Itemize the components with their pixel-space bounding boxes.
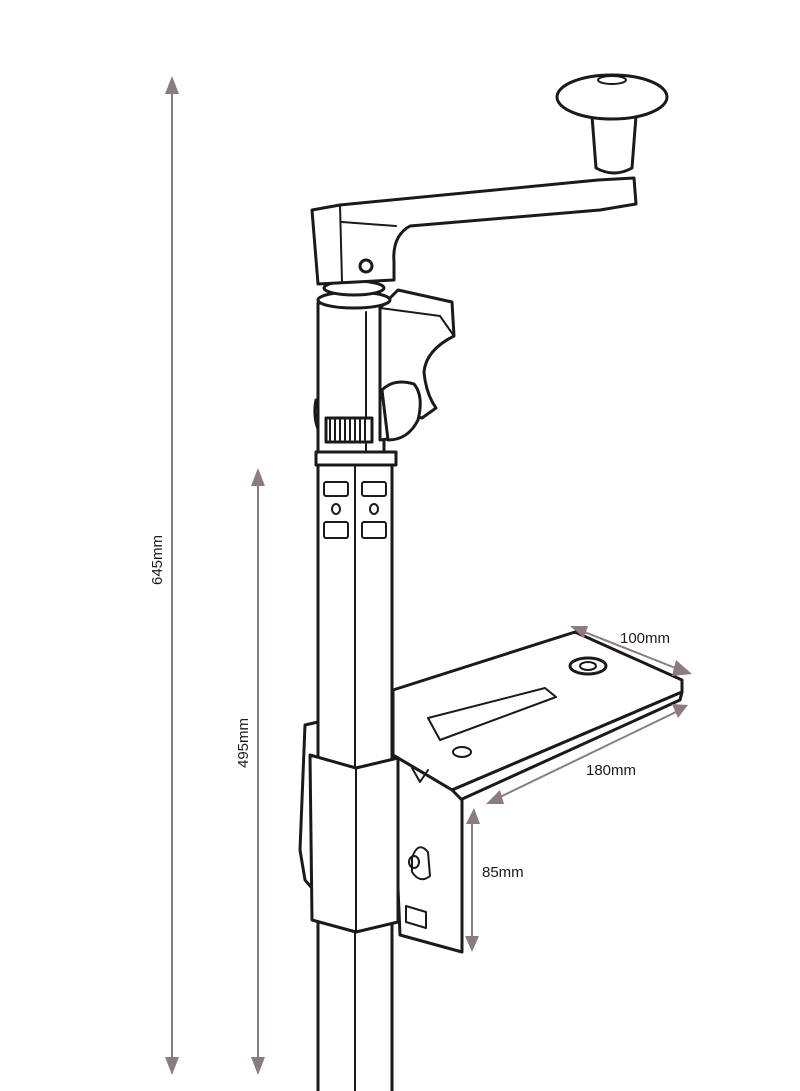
- dimension-overall-height: 645mm: [149, 76, 179, 1075]
- pole-slot: [323, 521, 349, 539]
- bracket-notch: [411, 767, 429, 783]
- bracket-slot: [405, 905, 427, 929]
- arrow-head-start: [570, 626, 588, 638]
- arrow-head-top: [165, 76, 179, 94]
- cutter-head: [313, 279, 456, 467]
- arrow-head-end: [672, 660, 692, 676]
- plate-groove: [427, 687, 557, 741]
- cutter-wheel: [380, 380, 422, 442]
- dimension-plate-width: 100mm: [570, 626, 692, 676]
- dimension-bracket-height: 85mm: [465, 808, 524, 952]
- arrow-head-top: [466, 808, 480, 824]
- pole-slot: [361, 481, 387, 497]
- arrow-head-top: [251, 468, 265, 486]
- crank-arm[interactable]: [310, 176, 638, 286]
- bracket-slot-oval: [411, 846, 431, 881]
- arrow-head-start: [486, 790, 504, 804]
- dimension-label: 100mm: [620, 630, 670, 647]
- pole-slot: [361, 521, 387, 539]
- dimension-line: [497, 711, 677, 799]
- arrow-head-bottom: [465, 936, 479, 952]
- knob-highlight: [597, 75, 627, 85]
- plate-hole: [452, 746, 472, 758]
- pole-hole: [331, 503, 341, 515]
- crank-pivot: [358, 258, 374, 274]
- dimension-plate-length: 180mm: [486, 704, 688, 804]
- arrow-head-bottom: [165, 1057, 179, 1075]
- crank-handle[interactable]: [310, 73, 669, 286]
- sleeve-body: [308, 753, 400, 934]
- crank-arm-edge: [339, 204, 343, 283]
- base-plate: [391, 630, 684, 802]
- dimension-pole-height: 495mm: [235, 468, 265, 1075]
- plate-bolt: [568, 656, 608, 676]
- pole-hole: [369, 503, 379, 515]
- arrow-head-bottom: [251, 1057, 265, 1075]
- gear-teeth: [329, 419, 366, 441]
- dimension-label: 495mm: [235, 718, 252, 768]
- crank-arm-edge: [341, 221, 397, 227]
- dimension-label: 645mm: [149, 535, 166, 585]
- dimension-label: 85mm: [482, 864, 524, 881]
- dimension-label: 180mm: [586, 762, 636, 779]
- clamp-sleeve: [308, 753, 400, 934]
- dimension-line: [581, 630, 679, 670]
- knob-cap[interactable]: [555, 73, 669, 121]
- knob-stem[interactable]: [590, 114, 638, 175]
- blade-holder-edge: [379, 307, 455, 337]
- pole-slot: [323, 481, 349, 497]
- arrow-head-end: [672, 704, 688, 718]
- plate-bolt-inner: [579, 661, 597, 671]
- head-collar: [314, 450, 398, 467]
- bracket-hole: [408, 855, 420, 869]
